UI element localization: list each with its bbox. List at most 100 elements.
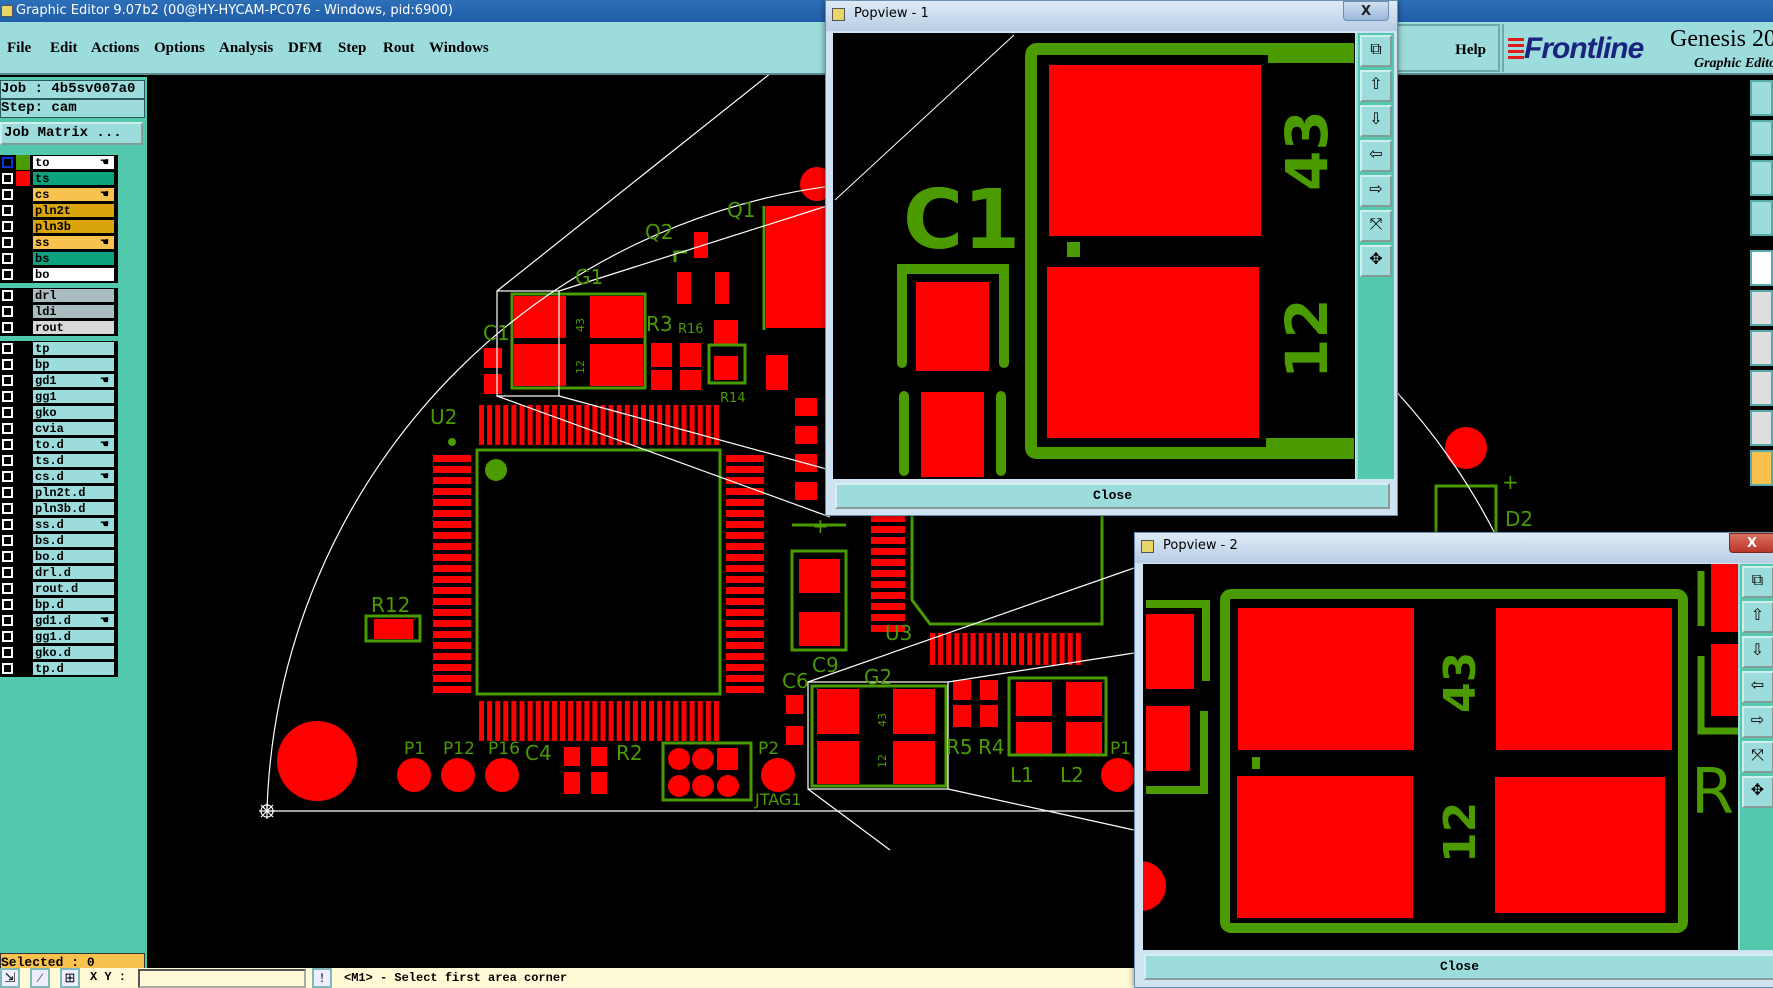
menu-step[interactable]: Step [338,40,367,56]
layer-name[interactable]: ts [32,171,115,186]
fit-icon[interactable] [1750,160,1773,196]
layer-checkbox[interactable] [2,343,13,354]
layer-checkbox[interactable] [2,189,13,200]
job-matrix-button[interactable]: Job Matrix ... [0,122,143,145]
layer-row-cs.d[interactable]: cs.d☚ [0,469,118,485]
layer-checkbox[interactable] [2,551,13,562]
layer-checkbox[interactable] [2,423,13,434]
layer-row-rout.d[interactable]: rout.d [0,581,118,597]
layer-checkbox[interactable] [2,599,13,610]
pointer-icon[interactable] [1750,450,1773,486]
layer-row-gd1.d[interactable]: gd1.d☚ [0,613,118,629]
layer-checkbox[interactable] [2,253,13,264]
pan-left-icon[interactable] [1750,120,1773,156]
layer-name[interactable]: bo.d [32,549,115,564]
popview-1-close-button[interactable]: Close [835,483,1390,509]
popview-1-canvas[interactable]: C1 43 12 [833,33,1355,479]
layer-name[interactable]: rout.d [32,581,115,596]
layer-row-bo[interactable]: bo [0,267,118,283]
pad-select-icon[interactable] [1750,250,1773,286]
layer-name[interactable]: bp [32,357,115,372]
layer-row-ss.d[interactable]: ss.d☚ [0,517,118,533]
layer-checkbox[interactable] [2,269,13,280]
popview-1-titlebar[interactable]: Popview - 1 [826,1,1397,31]
layer-row-to[interactable]: to☚ [0,155,118,171]
zoom-out-icon[interactable]: ✥ [1360,245,1392,277]
popview-2-close-x-button[interactable]: X [1729,533,1773,553]
layer-row-ss[interactable]: ss☚ [0,235,118,251]
menu-options[interactable]: Options [154,40,205,56]
layer-row-pln2t.d[interactable]: pln2t.d [0,485,118,501]
layer-name[interactable]: to.d☚ [32,437,115,452]
layer-checkbox[interactable] [2,567,13,578]
xy-input[interactable] [138,969,306,988]
menu-dfm[interactable]: DFM [288,40,323,56]
alert-icon[interactable]: ! [312,968,332,988]
menu-analysis[interactable]: Analysis [219,40,274,56]
layer-row-bp[interactable]: bp [0,357,118,373]
layer-checkbox[interactable] [2,391,13,402]
zoom-in-icon[interactable]: ⤧ [1741,741,1773,773]
layer-name[interactable]: tp.d [32,661,115,676]
layer-name[interactable]: cs☚ [32,187,115,202]
help-button[interactable]: Help [1395,24,1500,72]
layer-row-ldi[interactable]: ldi [0,304,118,320]
pan-left-icon[interactable]: ⇦ [1741,671,1773,703]
layer-row-bs.d[interactable]: bs.d [0,533,118,549]
pan-down-icon[interactable]: ⇩ [1741,636,1773,668]
layer-checkbox[interactable] [2,221,13,232]
layer-name[interactable]: gg1 [32,389,115,404]
net-icon[interactable] [1750,290,1773,326]
pan-down-icon[interactable]: ⇩ [1360,105,1392,137]
layer-row-tp[interactable]: tp [0,341,118,357]
layer-row-gg1[interactable]: gg1 [0,389,118,405]
zoom-in-icon[interactable]: ⤧ [1360,210,1392,242]
layer-name[interactable]: drl [32,288,115,303]
layer-name[interactable]: ss.d☚ [32,517,115,532]
layer-checkbox[interactable] [2,455,13,466]
layer-name[interactable]: bp.d [32,597,115,612]
layer-row-bo.d[interactable]: bo.d [0,549,118,565]
layer-checkbox[interactable] [2,471,13,482]
layer-checkbox[interactable] [2,205,13,216]
popview-1-close-x-button[interactable]: X [1343,1,1389,21]
angle-icon[interactable] [1750,410,1773,446]
pcb-canvas[interactable]: C1 G1 Q1 Q2 R3 R16 R14 U2 U3 R12 P1 P12 … [147,75,1750,968]
grid-tool-icon[interactable]: ⊞ [60,968,80,988]
layer-name[interactable]: cvia [32,421,115,436]
line-icon[interactable] [1750,330,1773,366]
layer-row-ts[interactable]: ts [0,171,118,187]
layer-checkbox[interactable] [2,663,13,674]
pan-up-icon[interactable]: ⇧ [1741,601,1773,633]
menu-windows[interactable]: Windows [429,40,489,56]
layer-name[interactable]: bs.d [32,533,115,548]
layer-checkbox[interactable] [2,306,13,317]
popview-2-canvas[interactable]: R 43 12 [1143,564,1738,950]
layer-checkbox[interactable] [2,583,13,594]
layer-checkbox[interactable] [2,290,13,301]
layer-row-cvia[interactable]: cvia [0,421,118,437]
layer-name[interactable]: tp [32,341,115,356]
layer-row-bs[interactable]: bs [0,251,118,267]
layer-checkbox[interactable] [2,535,13,546]
layer-name[interactable]: ss☚ [32,235,115,250]
layer-name[interactable]: gg1.d [32,629,115,644]
layer-checkbox[interactable] [2,631,13,642]
layer-checkbox[interactable] [2,503,13,514]
layer-name[interactable]: gko [32,405,115,420]
menu-actions[interactable]: Actions [91,40,140,56]
layer-checkbox[interactable] [2,173,13,184]
layer-checkbox[interactable] [2,615,13,626]
menu-edit[interactable]: Edit [50,40,78,56]
pan-right-icon[interactable]: ⇨ [1360,175,1392,207]
layer-name[interactable]: rout [32,320,115,335]
layer-row-cs[interactable]: cs☚ [0,187,118,203]
layer-checkbox[interactable] [2,237,13,248]
layer-name[interactable]: pln3b.d [32,501,115,516]
layer-name[interactable]: pln2t.d [32,485,115,500]
measure-icon[interactable] [1750,200,1773,236]
layer-name[interactable]: ts.d [32,453,115,468]
layer-name[interactable]: gd1☚ [32,373,115,388]
zoom-home-icon[interactable]: ⧉ [1741,566,1773,598]
layer-checkbox[interactable] [2,359,13,370]
